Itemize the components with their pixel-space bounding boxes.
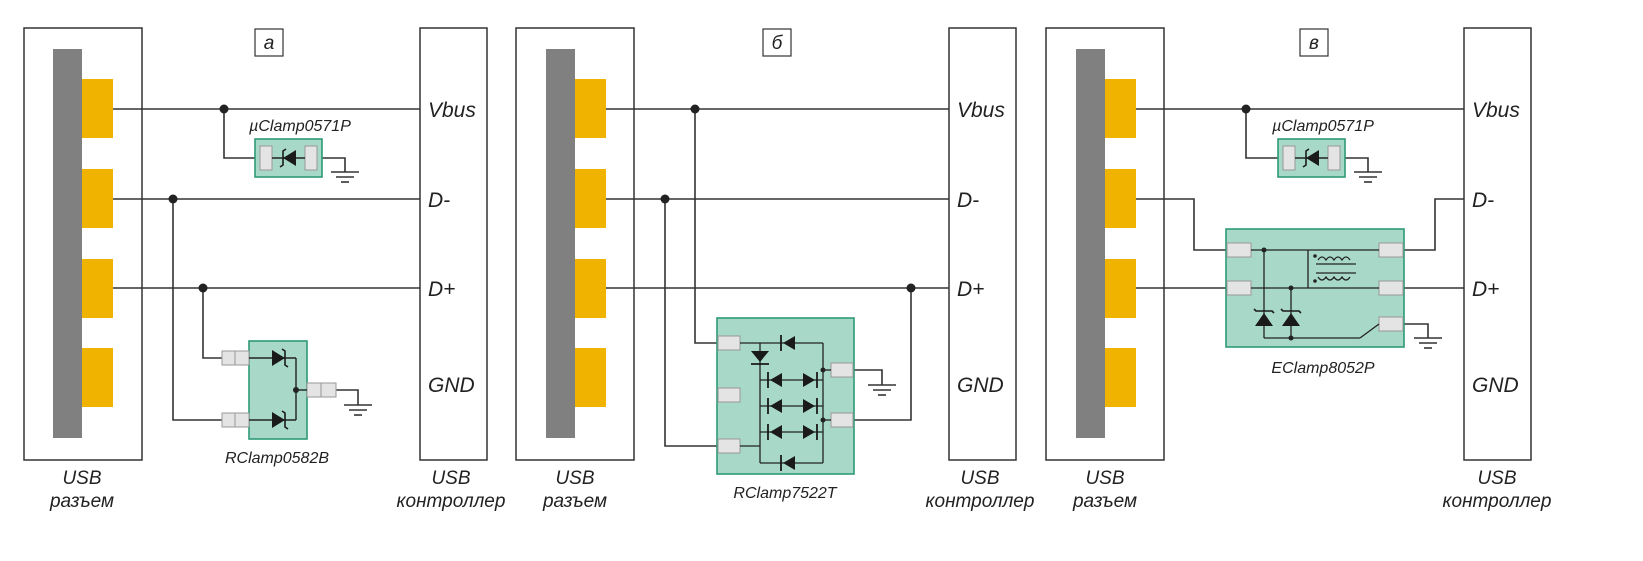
usb-controller-box [1463, 27, 1532, 461]
pin-dminus [82, 169, 113, 228]
usb-controller-box [419, 27, 488, 461]
panel-tag-box [254, 28, 284, 57]
signal-dminus-label: D- [1472, 189, 1494, 212]
pin-dplus [575, 259, 606, 318]
controller-label-line2: контроллер [926, 491, 1035, 512]
pin-gnd [82, 348, 113, 407]
pin-dplus [1105, 259, 1136, 318]
eclamp8052p-chip [1225, 228, 1405, 348]
signal-gnd-label: GND [957, 374, 1004, 397]
pin-dplus [82, 259, 113, 318]
panel-c: в Vbus D- D+ GND µClamp0571P EClamp8052P… [1045, 27, 1552, 512]
panel-tag: в [1309, 33, 1319, 54]
signal-vbus-label: Vbus [1472, 99, 1520, 122]
pin-dminus [575, 169, 606, 228]
signal-dplus-label: D+ [428, 278, 455, 301]
signal-dminus-label: D- [428, 189, 450, 212]
controller-label-line1: USB [431, 468, 470, 489]
controller-label-line1: USB [1477, 468, 1516, 489]
pin-vbus [575, 79, 606, 138]
controller-label-line1: USB [960, 468, 999, 489]
pin-vbus [82, 79, 113, 138]
usb-controller-box [948, 27, 1017, 461]
pin-dminus [1105, 169, 1136, 228]
connector-label-line1: USB [62, 468, 101, 489]
connector-bar [1076, 49, 1105, 438]
part-label-uclamp0571p: µClamp0571P [1271, 118, 1374, 135]
signal-dplus-label: D+ [957, 278, 984, 301]
signal-gnd-label: GND [1472, 374, 1519, 397]
controller-label-line2: контроллер [397, 491, 506, 512]
signal-dplus-label: D+ [1472, 278, 1499, 301]
rclamp0582b-chip [221, 340, 337, 440]
part-label-uclamp0571p: µClamp0571P [248, 118, 351, 135]
part-label-rclamp7522t: RClamp7522T [733, 485, 837, 502]
connector-bar [53, 49, 82, 438]
part-label-rclamp0582b: RClamp0582B [225, 450, 329, 467]
signal-vbus-label: Vbus [957, 99, 1005, 122]
panel-tag-box [762, 28, 792, 57]
signal-dminus-label: D- [957, 189, 979, 212]
pin-gnd [1105, 348, 1136, 407]
rclamp7522t-chip [716, 317, 855, 475]
connector-label-line1: USB [1085, 468, 1124, 489]
signal-gnd-label: GND [428, 374, 475, 397]
uclamp0571p-chip [1277, 138, 1346, 178]
panel-b: б Vbus D- D+ GND RClamp7522T USB разъем … [515, 27, 1035, 512]
pin-gnd [575, 348, 606, 407]
connector-label-line1: USB [555, 468, 594, 489]
pin-vbus [1105, 79, 1136, 138]
panel-tag-box [1299, 28, 1329, 57]
part-label-eclamp8052p: EClamp8052P [1271, 360, 1375, 377]
controller-label-line2: контроллер [1443, 491, 1552, 512]
connector-label-line2: разъем [1072, 491, 1137, 512]
panel-a: а Vbus D- D+ GND µClamp0571P RClamp0582B… [23, 27, 506, 512]
connector-bar [546, 49, 575, 438]
connector-label-line2: разъем [49, 491, 114, 512]
panel-tag: б [772, 33, 784, 54]
signal-vbus-label: Vbus [428, 99, 476, 122]
connector-label-line2: разъем [542, 491, 607, 512]
uclamp0571p-chip [254, 138, 323, 178]
panel-tag: а [264, 33, 275, 54]
